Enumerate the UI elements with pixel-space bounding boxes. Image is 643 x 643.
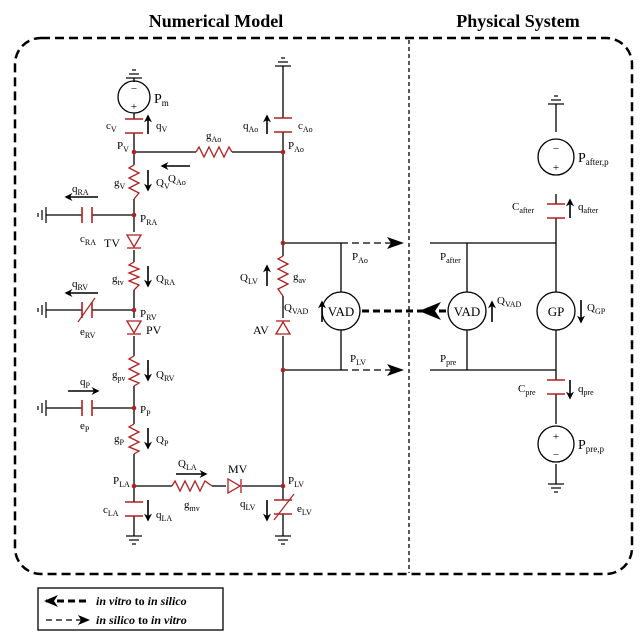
source-pm: − + [117, 80, 151, 114]
valve-mv-label: MV [228, 462, 248, 476]
flow-qrv-label: QRV [156, 369, 175, 383]
resistor-gv [127, 164, 141, 200]
svg-text:GP: GP [548, 304, 565, 319]
flow-qv-label: QV [156, 177, 170, 191]
cond-gav-label: gav [293, 271, 306, 285]
node-pp-label: PP [140, 404, 151, 418]
flow-q-pre-label: qpre [578, 383, 594, 397]
flow-qao-small-label: qAo [243, 120, 258, 134]
node-pra-label: PRA [140, 213, 157, 227]
resistor-gp [127, 423, 141, 455]
ground-symbols [37, 57, 564, 545]
resistor-gao [195, 145, 233, 159]
svg-text:+: + [553, 431, 559, 443]
flow-q-after-label: qafter [578, 201, 598, 215]
resistor-gpv [127, 355, 141, 387]
resistor-gtv [127, 261, 141, 291]
physical-system-title: Physical System [456, 11, 580, 31]
flow-qlv-label: QLV [240, 272, 258, 286]
node-pao-label: PAo [288, 140, 304, 154]
cond-gao-label: gAo [206, 130, 221, 144]
cap-cv-label: cV [106, 120, 117, 134]
svg-text:+: + [553, 162, 559, 174]
flow-qla-label: QLA [178, 458, 197, 472]
pump-vad-numerical: VAD [321, 291, 361, 331]
cond-gp-label: gP [114, 433, 125, 447]
node-pla-label: PLA [113, 475, 130, 489]
cap-c-after-label: Cafter [512, 201, 534, 215]
flow-arrows [64, 114, 585, 522]
cond-gmv-label: gmv [184, 499, 200, 513]
legend: in vitro to in silico in silico to in vi… [37, 587, 224, 631]
valve-av-label: AV [253, 323, 269, 337]
source-pm-label: Pm [154, 92, 169, 108]
cond-gtv-label: gtv [112, 273, 124, 287]
source-p-pre-label: Ppre,p [578, 438, 605, 454]
model-frame [13, 36, 634, 576]
numerical-model-title: Numerical Model [149, 11, 283, 31]
capacitors [81, 117, 565, 517]
cap-cra-label: cRA [80, 233, 96, 247]
svg-text:−: − [553, 449, 559, 461]
flow-qgp-label: QGP [587, 302, 606, 316]
cap-cla-label: cLA [103, 504, 119, 518]
cap-erv-label: eRV [80, 326, 96, 340]
flow-qrv-small-label: qRV [72, 278, 88, 292]
cap-elv-label: eLV [297, 503, 312, 517]
valve-tv-symbol [125, 234, 143, 249]
variable-cap-arrow-rv [77, 297, 96, 323]
node-pv-label: PV [117, 140, 129, 154]
flow-qvad-right-label: QVAD [497, 295, 521, 309]
arrow-physical-to-numerical [419, 302, 441, 320]
svg-text:−: − [553, 143, 559, 155]
node-prv-label: PRV [140, 308, 157, 322]
svg-text:−: − [131, 83, 137, 95]
resistor-gmv [171, 479, 213, 493]
cap-ep-label: eP [80, 420, 90, 434]
valve-pv-symbol [125, 320, 143, 335]
pump-vad-physical: VAD [447, 291, 487, 331]
valve-av-symbol [274, 320, 292, 335]
node-plv-label: PLV [288, 475, 304, 489]
resistor-gav [276, 255, 290, 297]
flow-qao-label: QAo [168, 173, 186, 187]
flow-qlv-small-label: qLV [240, 498, 256, 512]
svg-text:+: + [131, 101, 137, 113]
flow-qvad-left-label: QVAD [284, 302, 308, 316]
flow-qla-small-label: qLA [156, 509, 172, 523]
valve-mv-symbol [227, 477, 242, 495]
node-p-pre-label: Ppre [440, 353, 457, 367]
resistors [127, 145, 290, 493]
svg-text:VAD: VAD [328, 304, 355, 319]
flow-qra-small-label: qRA [72, 183, 89, 197]
flow-qra-label: QRA [156, 273, 175, 287]
node-pao-vad-label: PAo [352, 251, 368, 265]
cap-cao-label: cAo [298, 120, 313, 134]
node-dots [131, 149, 286, 489]
valve-symbols [125, 234, 292, 495]
cap-c-pre-label: Cpre [518, 383, 536, 397]
legend-in-silico-to-in-vitro: in silico to in vitro [96, 613, 187, 627]
legend-in-vitro-to-in-silico: in vitro to in silico [96, 594, 187, 608]
svg-text:VAD: VAD [454, 304, 481, 319]
cond-gv-label: gV [114, 177, 126, 191]
source-p-after: − + [537, 138, 575, 176]
node-plv-vad-label: PLV [350, 353, 366, 367]
node-p-after-label: Pafter [440, 251, 461, 265]
arrow-plv-to-physical [387, 364, 404, 376]
source-p-after-label: Pafter,p [578, 151, 609, 167]
arrow-pao-to-physical [387, 237, 404, 249]
flow-qp-small-label: qP [80, 376, 91, 390]
flow-qv-small-label: qV [156, 120, 168, 134]
cond-gpv-label: gpv [112, 369, 126, 383]
flow-qp-label: QP [156, 434, 169, 448]
valve-tv-label: TV [104, 236, 120, 250]
valve-pv-label: PV [146, 323, 162, 337]
source-p-pre: + − [537, 425, 575, 463]
pump-gp: GP [536, 291, 576, 331]
variable-cap-arrow-lv [273, 493, 295, 521]
